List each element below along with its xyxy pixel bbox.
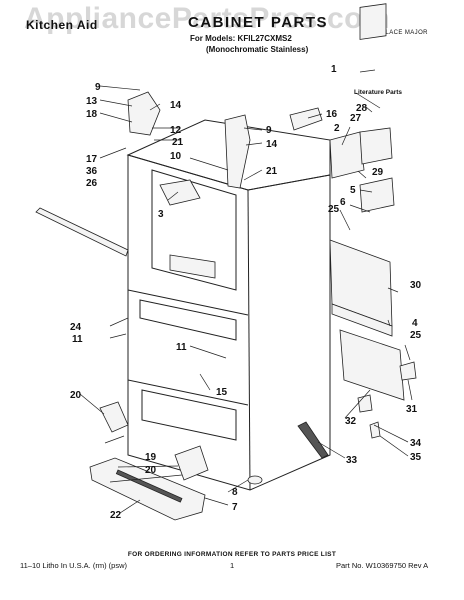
callout-36: 36 [86, 166, 98, 177]
cap-plug [247, 475, 263, 485]
callout-30: 30 [410, 280, 422, 291]
front-toe-grille [339, 329, 405, 401]
callout-27: 27 [350, 113, 362, 124]
door-handle-left [35, 207, 129, 257]
callout-12: 12 [170, 125, 182, 136]
callout-32: 32 [345, 416, 357, 427]
callout-31: 31 [406, 404, 418, 415]
callout-8: 8 [232, 487, 238, 498]
shelf-bracket [159, 179, 201, 206]
water-filter-housing [289, 107, 323, 131]
callout-20b: 20 [145, 465, 157, 476]
variant-line: (Monochromatic Stainless) [206, 45, 309, 54]
footer-page-number: 1 [230, 561, 235, 570]
callout-14b: 14 [266, 139, 278, 150]
part-31 [399, 361, 417, 381]
footer-litho: 11–10 Litho In U.S.A. (rm) (psw) [20, 561, 127, 570]
service-note: REPLACE MAJOR [372, 30, 428, 36]
callout-21: 21 [172, 137, 184, 148]
callout-numbers: 1 2 3 4 5 6 7 8 9 9 10 11 11 12 13 14 14… [70, 64, 422, 521]
callout-18: 18 [86, 109, 98, 120]
callout-9b: 9 [266, 125, 272, 136]
hinge-bottom [174, 445, 209, 481]
callout-7: 7 [232, 502, 238, 513]
callout-13: 13 [86, 96, 98, 107]
bracket-34 [357, 394, 373, 413]
callout-14: 14 [170, 100, 182, 111]
callout-15: 15 [216, 387, 228, 398]
callout-6: 6 [340, 197, 346, 208]
callout-33: 33 [346, 455, 358, 466]
brand-name: Kitchen Aid [26, 18, 98, 32]
callout-4: 4 [412, 318, 418, 329]
callout-10: 10 [170, 151, 182, 162]
callout-16: 16 [326, 109, 338, 120]
hinge-top-left [127, 91, 161, 136]
leader-lines [79, 69, 413, 514]
callout-17: 17 [86, 154, 98, 165]
callout-21b: 21 [266, 166, 278, 177]
callout-29: 29 [372, 167, 384, 178]
leveling-leg-left [99, 401, 129, 433]
callout-22: 22 [110, 510, 122, 521]
callout-9: 9 [95, 82, 101, 93]
models-line: For Models: KFIL27CXMS2 [190, 34, 292, 43]
electronic-board [359, 177, 395, 213]
callout-24: 24 [70, 322, 82, 333]
callout-28: 28 [356, 103, 368, 114]
literature-parts-label: Literature Parts [354, 89, 402, 96]
lower-access-cover [331, 303, 393, 337]
page-title: CABINET PARTS [188, 14, 329, 31]
callout-1: 1 [331, 64, 337, 75]
hinge-top-center [224, 114, 251, 189]
callout-5: 5 [350, 185, 356, 196]
control-cover [359, 127, 393, 165]
watermark-text: AppliancePartsPros.com [24, 2, 391, 35]
literature-booklet [359, 3, 387, 40]
footer-part-number: Part No. W10369750 Rev A [336, 561, 429, 570]
callout-34: 34 [410, 438, 422, 449]
ordering-note: FOR ORDERING INFORMATION REFER TO PARTS … [127, 551, 337, 558]
callout-25: 25 [328, 204, 340, 215]
callout-25b: 25 [410, 330, 422, 341]
callout-3: 3 [158, 209, 164, 220]
callout-26: 26 [86, 178, 98, 189]
clip-35 [369, 421, 381, 439]
callout-11b: 11 [176, 342, 187, 353]
control-board [329, 131, 365, 179]
base-grille-vents [115, 469, 183, 503]
callout-35: 35 [410, 452, 422, 463]
callout-2: 2 [334, 123, 340, 134]
callout-20: 20 [70, 390, 82, 401]
callout-11: 11 [72, 334, 83, 345]
callout-19: 19 [145, 452, 157, 463]
power-cord [297, 421, 329, 459]
